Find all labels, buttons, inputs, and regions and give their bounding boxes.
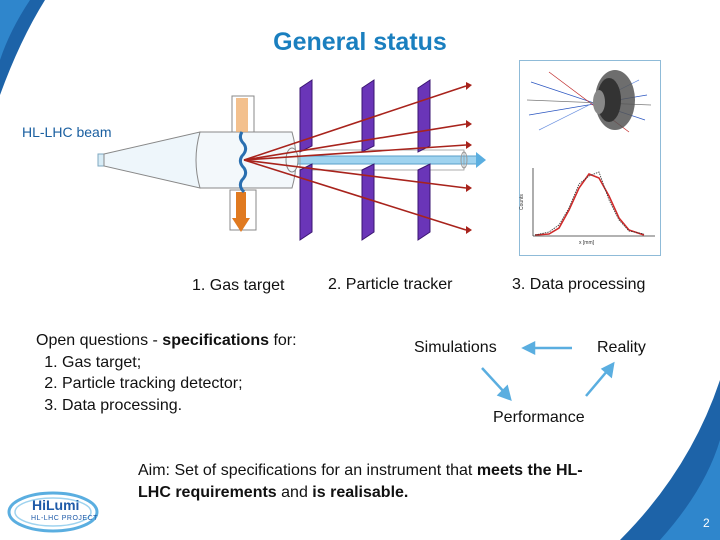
questions-lead: Open questions - specifications for: xyxy=(36,332,297,349)
logo-name: HiLumi xyxy=(32,497,80,513)
question-item: Data processing. xyxy=(62,395,297,417)
stage-particle-tracker-label: 2. Particle tracker xyxy=(328,276,453,293)
arrow-simulations-to-performance xyxy=(481,367,506,394)
tracker-plane xyxy=(299,79,313,153)
bottom-right-swoosh-light xyxy=(660,440,720,540)
cycle-performance: Performance xyxy=(493,409,585,426)
particle-tracks xyxy=(243,85,467,231)
arrow-performance-to-reality xyxy=(585,369,609,397)
tracker-plane xyxy=(299,163,313,241)
gas-jet xyxy=(238,131,248,194)
tracker-plane xyxy=(361,163,375,241)
svg-text:x [mm]: x [mm] xyxy=(579,240,595,246)
data-processing-figure: Counts x [mm] xyxy=(519,60,661,256)
cycle-reality: Reality xyxy=(597,339,646,356)
page-number: 2 xyxy=(703,516,710,530)
question-item: Gas target; xyxy=(62,352,297,374)
open-questions: Open questions - specifications for: Gas… xyxy=(36,330,297,416)
logo-subtitle: HL-LHC PROJECT xyxy=(31,515,98,522)
question-item: Particle tracking detector; xyxy=(62,373,297,395)
beam-label: HL-LHC beam xyxy=(22,124,112,140)
svg-text:Counts: Counts xyxy=(519,194,525,210)
tracker-plane xyxy=(361,79,375,153)
aim-statement: Aim: Set of specifications for an instru… xyxy=(138,462,583,501)
cycle-simulations: Simulations xyxy=(414,339,497,356)
top-left-swoosh-light xyxy=(0,0,30,60)
stage-gas-target-label: 1. Gas target xyxy=(192,277,285,294)
stage-data-processing-label: 3. Data processing xyxy=(512,276,646,293)
slide-title: General status xyxy=(273,28,447,56)
hilumi-logo xyxy=(7,491,99,533)
beam-arrowhead xyxy=(476,152,486,168)
reco-histogram: Counts x [mm] xyxy=(519,168,655,246)
tracker-plane xyxy=(417,79,431,153)
questions-list: Gas target; Particle tracking detector; … xyxy=(36,352,297,417)
